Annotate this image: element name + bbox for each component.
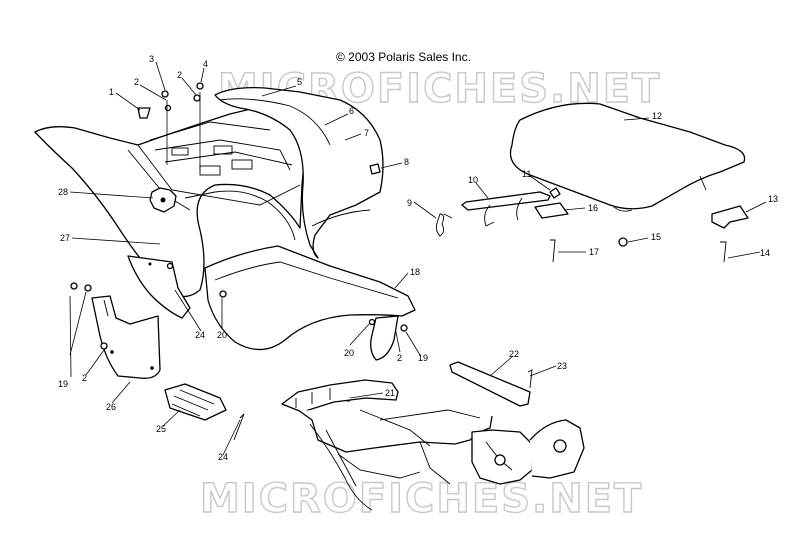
callouts: 1 2 3 2 4 5 6 7 8 28 27 12 10 11 9 16 13…	[58, 54, 778, 462]
callout-6: 6	[349, 106, 354, 116]
callout-2: 2	[397, 353, 402, 363]
callout-19: 19	[58, 379, 68, 389]
callout-23: 23	[557, 361, 567, 371]
callout-21: 21	[385, 388, 395, 398]
callout-2: 2	[134, 77, 139, 87]
seat-latch-rod	[461, 191, 551, 227]
callout-20: 20	[217, 330, 227, 340]
callout-15: 15	[651, 232, 661, 242]
seat-bracket	[711, 205, 749, 229]
callout-14: 14	[760, 248, 770, 258]
callout-22: 22	[509, 349, 519, 359]
support-bracket	[449, 361, 531, 407]
mud-flap	[91, 295, 161, 379]
rear-fender	[34, 107, 306, 298]
footrest-bracket	[164, 383, 227, 421]
callout-24: 24	[218, 452, 228, 462]
callout-19: 19	[418, 353, 428, 363]
callout-13: 13	[768, 194, 778, 204]
side-panel	[214, 87, 384, 259]
callout-18: 18	[410, 267, 420, 277]
latch-plate	[534, 202, 569, 219]
callout-2: 2	[177, 70, 182, 80]
callout-24: 24	[195, 330, 205, 340]
watermark-bottom: MICROFICHES.NET	[200, 476, 643, 522]
callout-7: 7	[364, 128, 369, 138]
callout-17: 17	[589, 247, 599, 257]
fender-extension	[204, 245, 416, 361]
callout-28: 28	[58, 187, 68, 197]
callout-4: 4	[203, 59, 208, 69]
latch-spring	[435, 213, 453, 237]
leader-lines	[69, 61, 767, 456]
callout-3: 3	[149, 54, 154, 64]
callout-9: 9	[407, 198, 412, 208]
callout-2: 2	[82, 373, 87, 383]
callout-5: 5	[297, 77, 302, 87]
callout-27: 27	[60, 233, 70, 243]
callout-26: 26	[106, 402, 116, 412]
seat-clip	[549, 187, 561, 199]
copyright-text: © 2003 Polaris Sales Inc.	[336, 50, 471, 64]
callout-16: 16	[588, 203, 598, 213]
callout-8: 8	[404, 157, 409, 167]
frame	[281, 379, 585, 511]
callout-10: 10	[468, 175, 478, 185]
callout-11: 11	[522, 169, 531, 179]
seat	[509, 102, 746, 212]
callout-12: 12	[652, 111, 662, 121]
callout-20: 20	[344, 348, 354, 358]
callout-1: 1	[109, 87, 114, 97]
callout-25: 25	[156, 424, 166, 434]
